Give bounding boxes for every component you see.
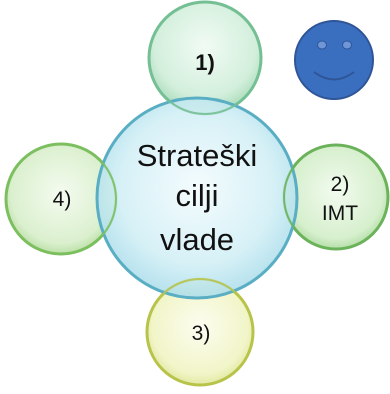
- smiley-right-eye: [342, 40, 352, 50]
- bottom-circle-outline: [146, 278, 254, 386]
- bottom-circle-label: 3): [192, 322, 211, 345]
- center-label-line-2: cilji: [175, 178, 218, 213]
- left-circle-label: 4): [53, 188, 72, 211]
- smiley-face-circle: [294, 20, 374, 100]
- center-circle: [95, 96, 299, 300]
- smiley-mouth: [313, 71, 355, 81]
- right-circle-outline: [283, 144, 389, 250]
- left-circle-outline: [5, 143, 117, 255]
- smiley-left-eye: [317, 40, 327, 50]
- top-circle-outline: [148, 1, 262, 115]
- top-circle-label: 1): [195, 50, 215, 75]
- center-label-line-1: Strateški: [137, 138, 258, 173]
- smiley-face-icon: [294, 20, 374, 100]
- right-circle-label-line-1: 2): [331, 173, 350, 196]
- right-circle-label-line-2: IMT: [322, 202, 358, 225]
- center-label-line-3: vlade: [160, 222, 234, 257]
